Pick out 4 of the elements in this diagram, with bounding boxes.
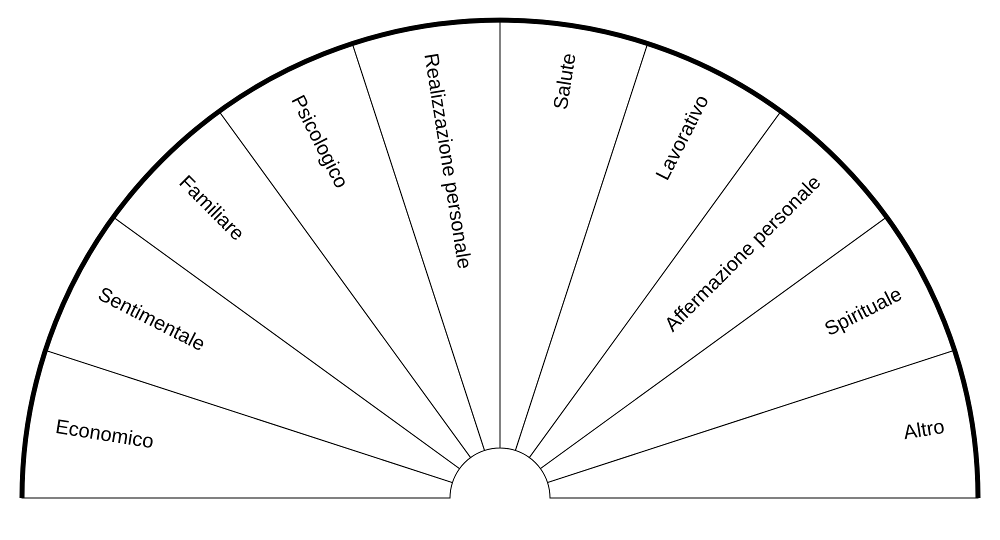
sector-label: Altro [902, 416, 946, 444]
sector-label: Economico [54, 416, 156, 454]
sector-label: Salute [550, 52, 581, 112]
sector-label: Realizzazione personale [419, 52, 476, 270]
